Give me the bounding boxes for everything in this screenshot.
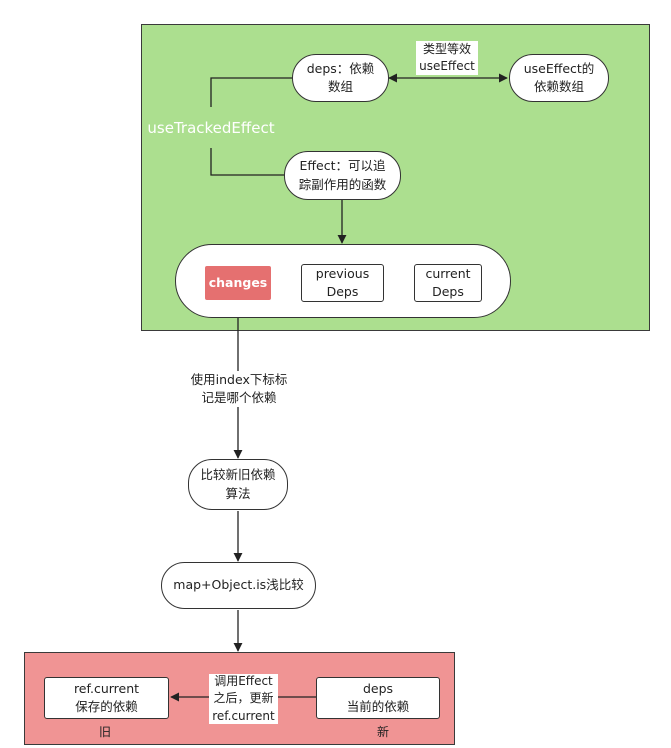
current-deps-value-node: deps 当前的依赖 — [316, 677, 440, 719]
deps-node: deps：依赖 数组 — [292, 54, 389, 102]
equivalence-label: 类型等效 useEffect — [416, 41, 478, 75]
shallow-compare-node: map+Object.is浅比较 — [161, 562, 316, 609]
old-label: 旧 — [98, 725, 111, 740]
compare-algorithm-node: 比较新旧依赖 算法 — [188, 459, 288, 510]
index-note-label: 使用index下标标 记是哪个依赖 — [183, 371, 295, 407]
new-label: 新 — [376, 725, 389, 740]
current-deps-node: current Deps — [414, 264, 482, 302]
update-ref-label: 调用Effect 之后，更新 ref.current — [209, 674, 278, 724]
bracket-to-deps — [210, 77, 292, 107]
ref-current-node: ref.current 保存的依赖 — [44, 677, 169, 719]
previous-deps-node: previous Deps — [301, 264, 384, 302]
bracket-to-effect — [210, 148, 284, 176]
changes-node: changes — [205, 266, 271, 300]
effect-node: Effect：可以追 踪副作用的函数 — [284, 151, 401, 200]
use-tracked-effect-title: useTrackedEffect — [147, 119, 275, 138]
useeffect-deps-node: useEffect的 依赖数组 — [509, 54, 609, 102]
